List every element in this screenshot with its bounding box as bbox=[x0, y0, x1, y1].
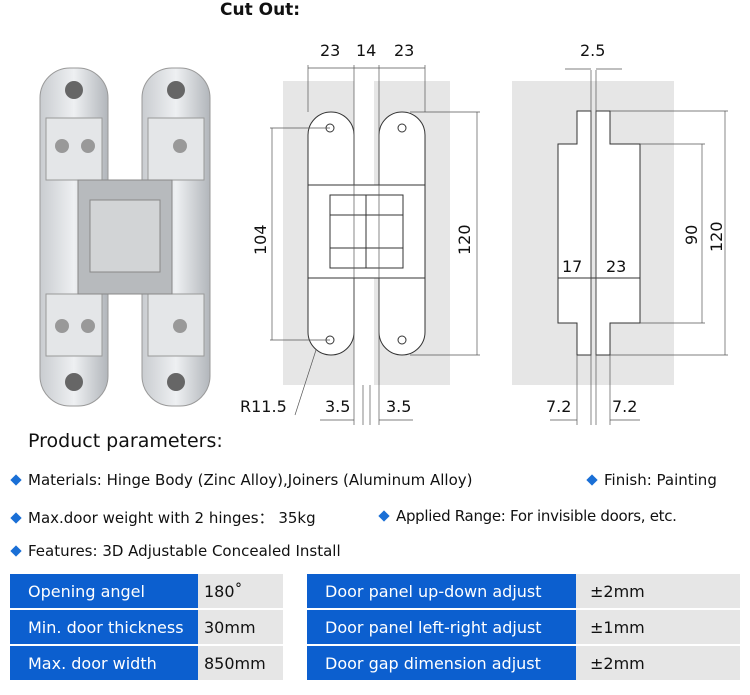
weight-text: Max.door weight with 2 hinges： 35kg bbox=[28, 509, 316, 527]
param-label: Door panel up-down adjust bbox=[307, 574, 576, 608]
param-value: 850mm bbox=[198, 646, 283, 680]
diamond-icon bbox=[10, 474, 22, 486]
hinge-photo bbox=[39, 67, 211, 407]
dim-radius: R11.5 bbox=[240, 397, 287, 416]
table-row: Door panel left-right adjust±1mm bbox=[307, 610, 740, 644]
dim-width-mid: 14 bbox=[356, 41, 376, 60]
table-row: Door panel up-down adjust±2mm bbox=[307, 574, 740, 608]
side-cutout-drawing: 2.5 17 23 90 120 7.2 7.2 bbox=[512, 41, 728, 425]
front-cutout-drawing: 23 14 23 104 120 R11.5 3.5 3.5 bbox=[240, 41, 480, 425]
diamond-icon bbox=[378, 510, 390, 522]
weight-item: Max.door weight with 2 hinges： 35kg bbox=[10, 507, 316, 528]
param-label: Max. door width bbox=[10, 646, 198, 680]
table-row: Door gap dimension adjust±2mm bbox=[307, 646, 740, 680]
materials-item: Materials: Hinge Body (Zinc Alloy),Joine… bbox=[10, 471, 473, 489]
param-value: ±2mm bbox=[576, 646, 740, 680]
dim-gap-left: 3.5 bbox=[325, 397, 350, 416]
range-item: Applied Range: For invisible doors, etc. bbox=[378, 507, 677, 525]
dim-width-right: 23 bbox=[394, 41, 414, 60]
cutout-title: Cut Out: bbox=[220, 0, 301, 20]
features-text: Features: 3D Adjustable Concealed Instal… bbox=[28, 542, 341, 560]
dim-depth-left: 17 bbox=[562, 257, 582, 276]
dim-total-height: 120 bbox=[455, 224, 474, 255]
finish-text: Finish: Painting bbox=[604, 471, 717, 489]
finish-item: Finish: Painting bbox=[586, 471, 717, 489]
dim-width-left: 23 bbox=[320, 41, 340, 60]
param-label: Door panel left-right adjust bbox=[307, 610, 576, 644]
dim-bottom-right: 7.2 bbox=[612, 397, 637, 416]
param-value: ±1mm bbox=[576, 610, 740, 644]
param-value: ±2mm bbox=[576, 574, 740, 608]
dim-inner-height: 90 bbox=[682, 225, 701, 245]
diamond-icon bbox=[586, 474, 598, 486]
param-label: Opening angel bbox=[10, 574, 198, 608]
dim-bottom-left: 7.2 bbox=[546, 397, 571, 416]
diamond-icon bbox=[10, 545, 22, 557]
diamond-icon bbox=[10, 511, 22, 524]
materials-text: Materials: Hinge Body (Zinc Alloy),Joine… bbox=[28, 471, 473, 489]
param-label: Door gap dimension adjust bbox=[307, 646, 576, 680]
features-item: Features: 3D Adjustable Concealed Instal… bbox=[10, 542, 341, 560]
param-value: 180˚ bbox=[198, 574, 283, 608]
params-title: Product parameters: bbox=[28, 430, 223, 452]
param-value: 30mm bbox=[198, 610, 283, 644]
dim-depth-right: 23 bbox=[606, 257, 626, 276]
range-text: Applied Range: For invisible doors, etc. bbox=[396, 507, 677, 525]
dim-total-height: 120 bbox=[707, 221, 726, 252]
dim-gap-right: 3.5 bbox=[386, 397, 411, 416]
param-label: Min. door thickness bbox=[10, 610, 198, 644]
dim-top-gap: 2.5 bbox=[580, 41, 605, 60]
dim-hole-height: 104 bbox=[251, 224, 270, 255]
